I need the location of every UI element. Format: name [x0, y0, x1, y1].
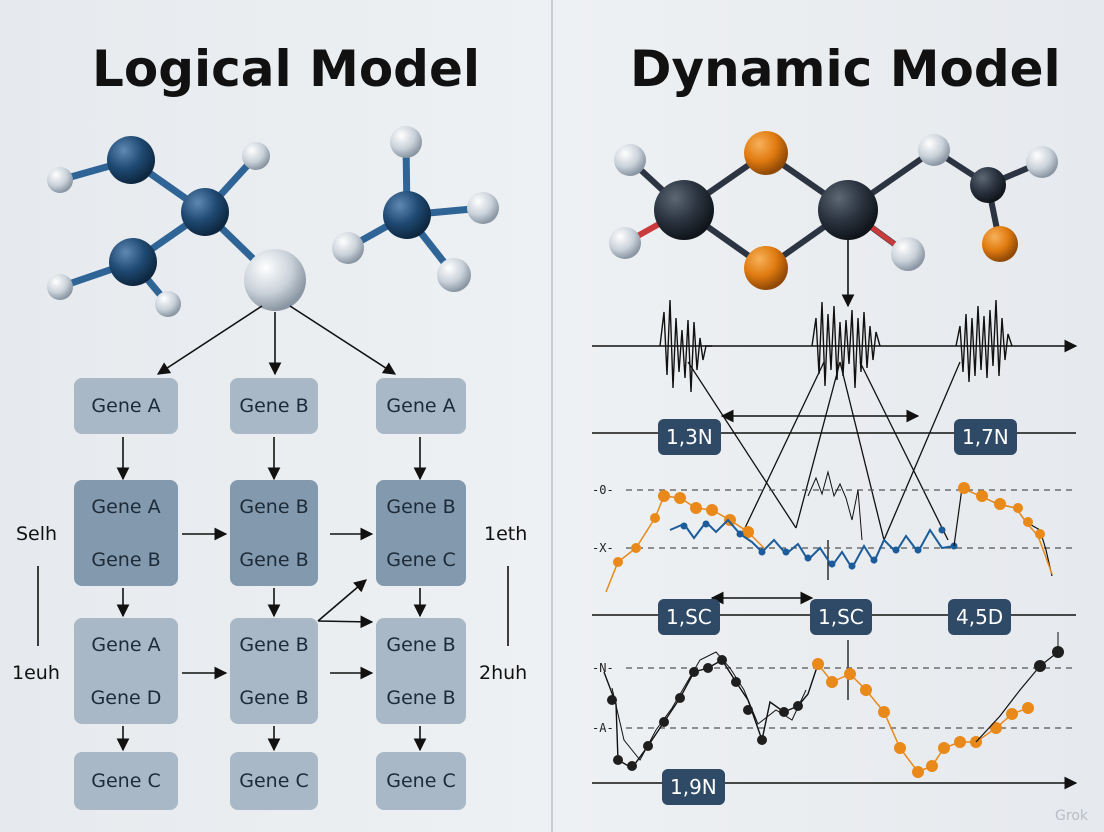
molecule-left-cluster	[47, 136, 306, 317]
logical-model-title: Logical Model	[92, 40, 481, 98]
gene-box: Gene C	[230, 752, 318, 810]
gene-label: Gene B	[386, 633, 456, 656]
gene-box: Gene C	[376, 752, 466, 810]
gene-label: Gene B	[91, 548, 161, 571]
gene-label: Gene B	[239, 633, 309, 656]
value-tag: 1,SC	[810, 599, 872, 635]
axis-mark: -0-	[592, 483, 614, 497]
lower-plot-series	[603, 632, 1064, 778]
left-fanout-arrows	[156, 305, 397, 376]
gene-box: Gene C	[74, 752, 178, 810]
watermark: Grok	[1055, 808, 1088, 824]
value-tag: 1,SC	[658, 599, 720, 635]
molecule-left-tetrahedral	[332, 126, 499, 292]
upper-plot-series	[605, 470, 1053, 593]
gene-box: Gene A Gene B	[74, 480, 178, 586]
gene-label: Gene B	[239, 395, 309, 417]
grid-horizontal-arrows	[182, 527, 374, 680]
side-label-right-top: 1eth	[484, 523, 528, 545]
gene-label: Gene A	[91, 395, 161, 417]
side-label-left-bottom: 1euh	[12, 662, 60, 684]
gene-label: Gene B	[239, 686, 309, 709]
gene-box: Gene B Gene B	[376, 618, 466, 724]
gene-box: Gene A Gene D	[74, 618, 178, 724]
gene-box: Gene A	[74, 378, 178, 434]
gene-label: Gene C	[386, 770, 456, 792]
gene-label: Gene A	[91, 633, 161, 656]
value-tag: 1,7N	[954, 419, 1017, 455]
axis-mark: -X-	[592, 541, 614, 555]
gene-label: Gene C	[386, 548, 456, 571]
gene-label: Gene B	[386, 495, 456, 518]
gene-label: Gene B	[239, 495, 309, 518]
value-tag: 1,3N	[658, 419, 721, 455]
molecule-right	[609, 131, 1058, 290]
gene-label: Gene A	[91, 495, 161, 518]
dynamic-model-title: Dynamic Model	[630, 40, 1061, 98]
side-label-right-bottom: 2huh	[479, 662, 528, 684]
gene-label: Gene D	[90, 686, 162, 709]
gene-label: Gene C	[91, 770, 161, 792]
side-bracket-lines	[37, 566, 509, 646]
side-label-left-top: Selh	[16, 523, 58, 545]
value-tag: 1,9N	[662, 769, 725, 805]
axis-mark: -A-	[592, 721, 614, 735]
value-tag: 4,5D	[948, 599, 1012, 635]
gene-label: Gene B	[386, 686, 456, 709]
axis-mark: -N-	[592, 661, 614, 675]
gene-box: Gene B Gene B	[230, 618, 318, 724]
gene-box: Gene B Gene C	[376, 480, 466, 586]
gene-label: Gene A	[386, 395, 456, 417]
gene-box: Gene B	[230, 378, 318, 434]
gene-box: Gene B Gene B	[230, 480, 318, 586]
gene-label: Gene B	[239, 548, 309, 571]
gene-box: Gene A	[376, 378, 466, 434]
grid-vertical-arrows	[116, 437, 427, 752]
signal-trace	[592, 299, 1078, 393]
crossing-lines	[687, 361, 961, 700]
gene-label: Gene C	[239, 770, 309, 792]
